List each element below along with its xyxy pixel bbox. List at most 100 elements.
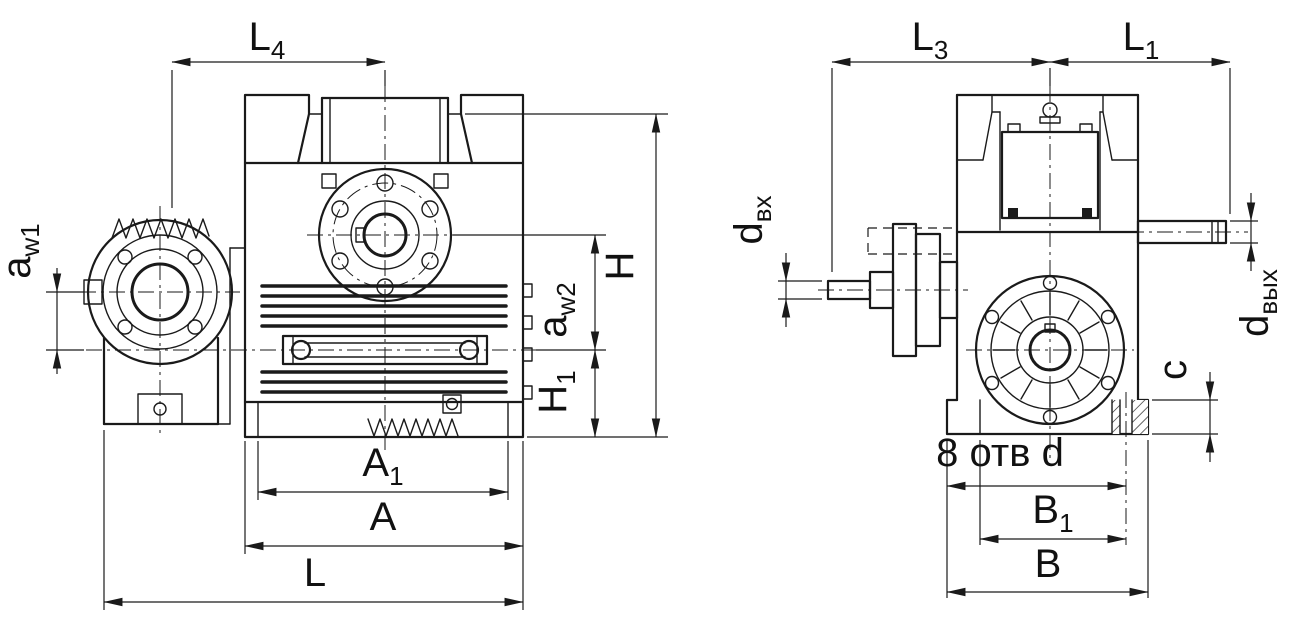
dim-aw1: aw1 <box>0 223 84 374</box>
dim-L: L <box>103 430 524 610</box>
input-flange-front <box>83 218 246 426</box>
bearing-cap-bolt <box>458 339 480 361</box>
dim-label-c: c <box>1151 360 1195 380</box>
panel-tab <box>1079 123 1093 133</box>
bearing-cap-bolt <box>290 339 312 361</box>
side-tab <box>522 283 533 298</box>
cooling-fins <box>260 284 508 394</box>
input-flange-ring <box>102 234 218 350</box>
panel-screw <box>1008 208 1018 218</box>
output-face-side <box>974 274 1126 426</box>
output-shaft <box>1136 219 1228 245</box>
dim-H1: H1 <box>531 349 600 438</box>
output-bore <box>1028 328 1072 372</box>
dim-L1: L1 <box>1049 15 1231 214</box>
dim-label-A1: A1 <box>362 441 403 491</box>
dim-d-out: dвых <box>1230 193 1283 337</box>
hatch-section-left <box>1112 400 1120 434</box>
dim-d-in: dвх <box>727 195 822 327</box>
dim-label-aw1: aw1 <box>0 223 45 279</box>
dim-label-A: A <box>370 495 397 539</box>
bolt-hole <box>187 249 203 265</box>
bolt-hole <box>376 174 394 192</box>
top-flange-outer-circle <box>317 167 453 303</box>
bolt-hole <box>117 319 133 335</box>
bolt-hole <box>421 200 439 218</box>
drain-plug <box>153 402 167 416</box>
drain-plug-boss <box>442 394 462 414</box>
hidden-worm-outline <box>867 227 956 255</box>
output-face-ring <box>990 290 1110 410</box>
bearing-band-outline <box>281 334 489 366</box>
radial-fins <box>992 292 1108 408</box>
output-hub <box>1016 316 1084 384</box>
dim-A1: A1 <box>257 441 509 500</box>
bolt-hole <box>421 252 439 270</box>
hatch-section-right <box>1132 400 1148 434</box>
keyway <box>355 227 365 243</box>
cover-panel-side <box>1000 130 1100 220</box>
input-flange-hub <box>116 248 204 336</box>
dim-label-L3: L3 <box>912 15 949 65</box>
input-flange-bore <box>130 262 190 322</box>
bolt-hole <box>331 200 349 218</box>
keyway <box>1044 323 1056 333</box>
side-tab <box>522 315 533 330</box>
dim-label-H: H <box>598 252 642 281</box>
panel-tab <box>1007 123 1021 133</box>
dim-aw2: aw2 <box>453 234 606 351</box>
side-tab <box>522 385 533 400</box>
sump-fins <box>367 418 459 437</box>
top-flange-hub <box>350 200 420 270</box>
dim-A: A <box>244 441 524 610</box>
bolt-hole <box>1100 375 1116 391</box>
side-tab <box>522 347 533 362</box>
dim-label-holes: 8 отв d <box>936 431 1064 475</box>
dim-L3: L3 <box>831 15 1051 272</box>
top-bolt-washer <box>1039 116 1061 124</box>
dim-label-d-out: dвых <box>1233 269 1283 337</box>
dim-label-d-in: dвх <box>727 195 777 244</box>
output-shaft-side <box>1136 219 1228 245</box>
dim-c: c <box>1151 360 1218 462</box>
bolt-hole <box>1042 409 1058 425</box>
dim-label-aw2: aw2 <box>531 282 581 338</box>
dim-B: B <box>946 440 1149 598</box>
bolt-hole <box>984 309 1000 325</box>
base-front <box>243 394 525 438</box>
input-housing-fins <box>111 218 210 239</box>
side-view: L3 L1 dвх dвых <box>727 15 1283 598</box>
panel-screw <box>1082 208 1092 218</box>
base-side <box>945 398 1150 436</box>
flange-boss <box>433 173 449 189</box>
left-top-lug <box>243 93 311 165</box>
dim-B1: B1 <box>979 440 1127 545</box>
body-outline <box>243 161 525 439</box>
gearbox-body-front <box>243 93 533 439</box>
input-spacer <box>938 260 959 320</box>
top-housing-side <box>955 93 1140 402</box>
flange-boss <box>321 173 337 189</box>
bolt-hole <box>187 319 203 335</box>
bolt-hole <box>1100 309 1116 325</box>
drain-plug <box>445 397 459 411</box>
bolt-hole <box>331 252 349 270</box>
dim-holes: 8 отв d <box>936 431 1127 598</box>
dim-label-L4: L4 <box>249 15 286 65</box>
dim-label-B: B <box>1035 542 1062 586</box>
input-housing-foot <box>137 393 183 425</box>
front-view: L4 aw1 aw2 H H1 <box>0 15 668 610</box>
output-bearing-band <box>281 334 489 366</box>
dim-label-B1: B1 <box>1032 488 1073 538</box>
dim-H: H <box>465 113 668 438</box>
bolt-hole <box>1042 275 1058 291</box>
bolt-hole <box>984 375 1000 391</box>
input-shaft-side <box>826 222 959 358</box>
bolt-hole <box>117 249 133 265</box>
dim-label-L1: L1 <box>1123 15 1160 65</box>
dim-label-H1: H1 <box>531 370 581 413</box>
right-top-lug <box>459 93 525 165</box>
dim-L4: L4 <box>171 15 386 208</box>
